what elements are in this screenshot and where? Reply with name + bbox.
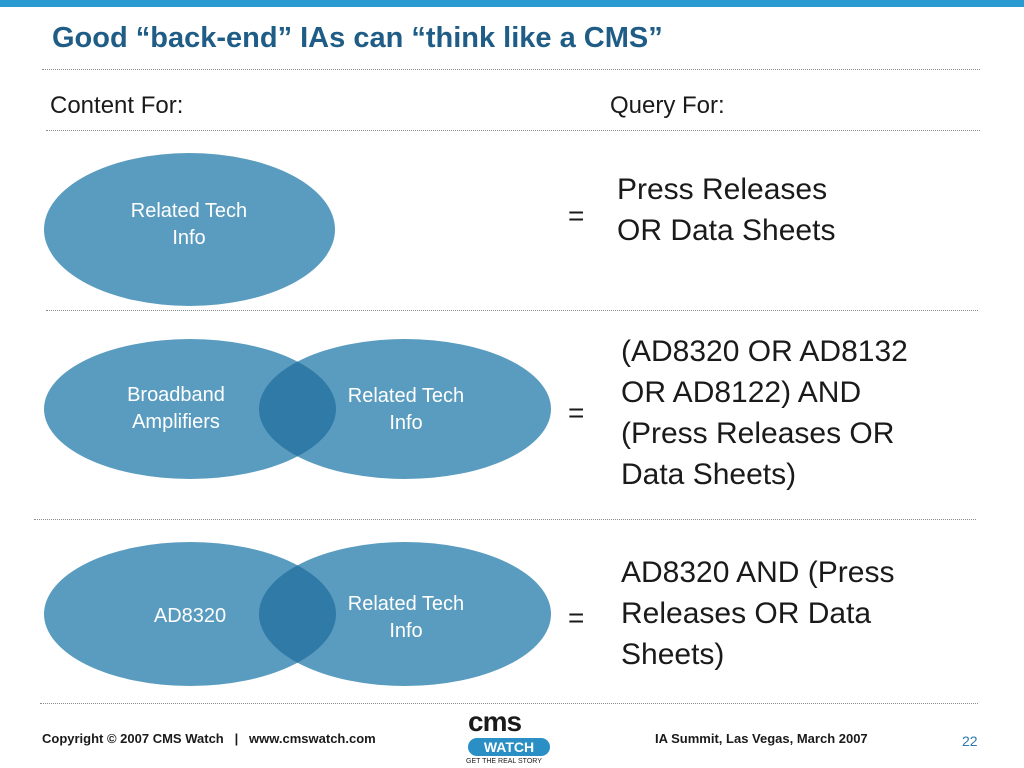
footer-copyright: Copyright © 2007 CMS Watch | www.cmswatc…	[42, 731, 376, 746]
circle-label-related-tech: Related Tech Info	[347, 385, 465, 434]
circle-related-tech-info	[44, 153, 335, 306]
circle-label-ad8320: AD8320	[153, 605, 227, 627]
footer-event: IA Summit, Las Vegas, March 2007	[655, 731, 868, 746]
content-for-header: Content For:	[50, 92, 184, 119]
equals-sign: =	[568, 602, 585, 633]
logo-cms-text: cms	[468, 706, 522, 737]
row-divider	[40, 703, 978, 704]
equals-sign: =	[568, 200, 585, 231]
circle-label-broadband: Broadband Amplifiers	[127, 384, 225, 433]
header-divider	[46, 130, 980, 131]
page-number: 22	[962, 733, 978, 749]
cms-watch-logo: cms WATCH GET THE REAL STORY	[462, 706, 562, 768]
query-text: AD8320 AND (Press Releases OR Data Sheet…	[621, 556, 895, 671]
row-divider	[46, 310, 978, 311]
equals-sign: =	[568, 397, 585, 428]
query-for-header: Query For:	[610, 92, 725, 119]
slide-title: Good “back-end” IAs can “think like a CM…	[52, 22, 663, 54]
query-text: (AD8320 OR AD8132 OR AD8122) AND (Press …	[621, 335, 908, 491]
circle-label-related-tech: Related Tech Info	[347, 593, 465, 642]
row-divider	[34, 519, 976, 520]
query-text: Press Releases OR Data Sheets	[617, 173, 836, 247]
logo-tagline: GET THE REAL STORY	[466, 758, 542, 765]
circle-label: Related Tech Info	[130, 200, 248, 249]
top-accent-bar	[0, 0, 1024, 7]
title-divider	[42, 69, 980, 70]
logo-watch-badge: WATCH	[468, 738, 550, 756]
